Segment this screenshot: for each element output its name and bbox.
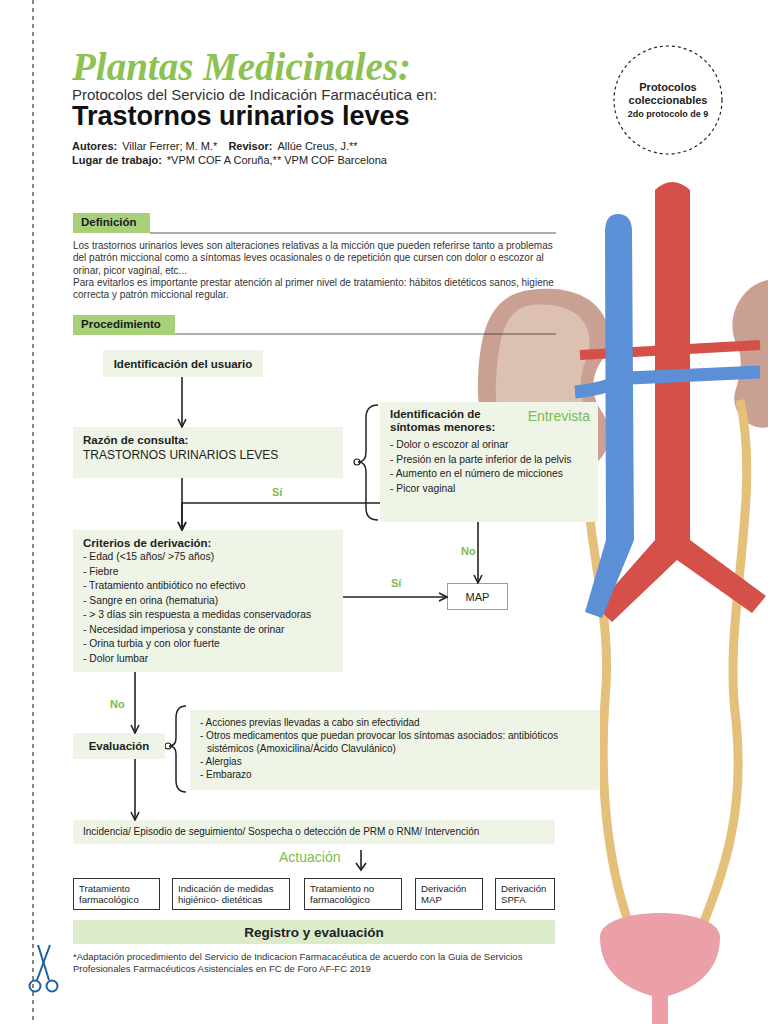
bladder bbox=[600, 913, 720, 1024]
scissors-handle bbox=[30, 981, 41, 992]
dashed-circle bbox=[614, 46, 722, 154]
process-box: Identificación del usuario bbox=[103, 350, 263, 377]
scissors-blade bbox=[37, 945, 50, 980]
flow-arrow bbox=[134, 759, 136, 820]
action-box: Indicación de medidas higiénico- dietéti… bbox=[172, 878, 290, 910]
flow-arrow bbox=[181, 478, 183, 530]
record-band: Registro y evaluación bbox=[73, 920, 555, 944]
flow-arrow bbox=[343, 596, 447, 598]
definition-text: Los trastornos urinarios leves son alter… bbox=[73, 240, 558, 277]
node-text: Criterios de derivación: bbox=[83, 536, 333, 550]
node-text: Razón de consulta: bbox=[83, 433, 333, 447]
bracket-tip bbox=[165, 743, 171, 749]
text-group: Lugar de trabajo: *VPM COF A Coruña,** VP… bbox=[72, 150, 398, 168]
section-label: Actuación bbox=[279, 849, 340, 865]
interview-box: Entrevista Identificación de síntomas men… bbox=[380, 402, 598, 522]
node-text: Indicación de medidas higiénico- dietéti… bbox=[178, 883, 284, 906]
text-group: Autores: Villar Ferrer; M. M.* Revisor: All… bbox=[72, 136, 369, 154]
arrow-head bbox=[356, 863, 366, 870]
node-text: Incidencia/ Episodio de seguimiento/ Sos… bbox=[83, 826, 545, 838]
protocol-badge: Protocolos coleccionables2do protocolo d… bbox=[613, 45, 723, 155]
node-text: - Fiebre bbox=[83, 565, 333, 580]
process-band: Incidencia/ Episodio de seguimiento/ Sos… bbox=[73, 820, 555, 844]
action-box: Tratamiento farmacológico bbox=[73, 878, 160, 910]
flow-arrow bbox=[182, 503, 380, 530]
node-text: Evaluación bbox=[89, 739, 150, 753]
field-key: Lugar de trabajo: bbox=[72, 154, 162, 166]
node-text: - Tratamiento antibiótico no efectivo bbox=[83, 579, 333, 594]
flow-arrow bbox=[477, 522, 479, 583]
node-text: - Picor vaginal bbox=[390, 482, 588, 497]
page-title: Plantas Medicinales: bbox=[72, 44, 411, 89]
node-text: - Alergias bbox=[200, 755, 590, 768]
scissors-blade bbox=[38, 945, 49, 980]
section-rule bbox=[175, 334, 556, 335]
edge-label: Sí bbox=[391, 577, 401, 589]
subtitle: Protocolos del Servicio de Indicación Fa… bbox=[72, 86, 437, 103]
scissors-icon bbox=[30, 945, 58, 992]
bracket bbox=[169, 706, 186, 792]
section-rule bbox=[150, 233, 556, 234]
field-value: Villar Ferrer; M. M.* bbox=[122, 140, 217, 152]
action-box: Tratamiento no farmacológico bbox=[304, 878, 402, 910]
node-text: - Otros medicamentos que puedan provocar… bbox=[200, 729, 590, 755]
action-box: Derivación MAP bbox=[415, 878, 483, 910]
node-text: Identificación del usuario bbox=[114, 357, 253, 371]
node-text: - > 3 días sin respuesta a medidas conse… bbox=[83, 608, 333, 623]
node-text: Tratamiento farmacológico bbox=[79, 883, 154, 906]
field-key: Autores: bbox=[72, 140, 117, 152]
node-text: - Acciones previas llevadas a cabo sin e… bbox=[200, 716, 590, 729]
node-text: TRASTORNOS URINARIOS LEVES bbox=[83, 447, 333, 463]
evaluation-list: - Acciones previas llevadas a cabo sin e… bbox=[190, 710, 600, 790]
flow-arrow bbox=[134, 672, 136, 733]
node-text: - Sangre en orina (hematuria) bbox=[83, 594, 333, 609]
node-text: - Necesidad imperiosa y constante de ori… bbox=[83, 623, 333, 638]
text-group: Los trastornos urinarios leves son alter… bbox=[73, 240, 558, 301]
node-text: Identificación de síntomas menores: bbox=[390, 408, 515, 434]
scissors-handle bbox=[47, 981, 58, 992]
criteria-box: Criterios de derivación:- Edad (<15 años… bbox=[73, 530, 343, 672]
definition-text: Para evitarlos es importante prestar ate… bbox=[73, 277, 558, 302]
node-text: Tratamiento no farmacológico bbox=[310, 883, 396, 906]
edge-label: No bbox=[110, 698, 125, 710]
node-text: Derivación SPFA bbox=[501, 883, 549, 906]
bracket bbox=[358, 405, 378, 520]
field-value: Allúe Creus, J.** bbox=[277, 140, 357, 152]
node-text: Protocolos coleccionables bbox=[627, 81, 709, 107]
section-band: Definición bbox=[73, 213, 150, 233]
ureter bbox=[700, 400, 747, 932]
node-text: Definición bbox=[81, 216, 142, 228]
node-text: Derivación MAP bbox=[421, 883, 477, 906]
process-box: Evaluación bbox=[73, 733, 165, 759]
cut-line bbox=[32, 0, 33, 1024]
footnote: *Adaptación procedimiento del Servicio d… bbox=[73, 951, 558, 975]
process-box: Razón de consulta:TRASTORNOS URINARIOS L… bbox=[73, 427, 343, 478]
node-text: 2do protocolo de 9 bbox=[628, 108, 709, 120]
node-text: - Presión en la parte inferior de la pel… bbox=[390, 453, 588, 468]
node-text: - Orina turbia y con olor fuerte bbox=[83, 637, 333, 652]
renal-vein bbox=[575, 372, 760, 392]
node-text: Registro y evaluación bbox=[244, 925, 384, 940]
action-box: Derivación SPFA bbox=[495, 878, 555, 910]
node-text: - Aumento en el número de micciones bbox=[390, 467, 588, 482]
node-text: - Dolor lumbar bbox=[83, 652, 333, 667]
bracket-tip bbox=[354, 459, 360, 465]
edge-label: No bbox=[461, 545, 476, 557]
node-text: - Dolor o escozor al orinar bbox=[390, 438, 588, 453]
node-text: - Embarazo bbox=[200, 768, 590, 781]
node-text: Entrevista bbox=[528, 408, 590, 424]
edge-label: Sí bbox=[272, 486, 282, 498]
field-key: Revisor: bbox=[228, 140, 272, 152]
action-arrow bbox=[360, 850, 362, 869]
topic-title: Trastornos urinarios leves bbox=[72, 101, 410, 132]
node-text: Procedimiento bbox=[81, 318, 167, 330]
node-text: - Edad (<15 años/ >75 años) bbox=[83, 550, 333, 565]
section-band: Procedimiento bbox=[73, 315, 175, 335]
node-text: MAP bbox=[466, 591, 490, 603]
field-value: *VPM COF A Coruña,** VPM COF Barcelona bbox=[167, 154, 387, 166]
flow-arrow bbox=[181, 377, 183, 427]
referral-box: MAP bbox=[447, 583, 508, 610]
